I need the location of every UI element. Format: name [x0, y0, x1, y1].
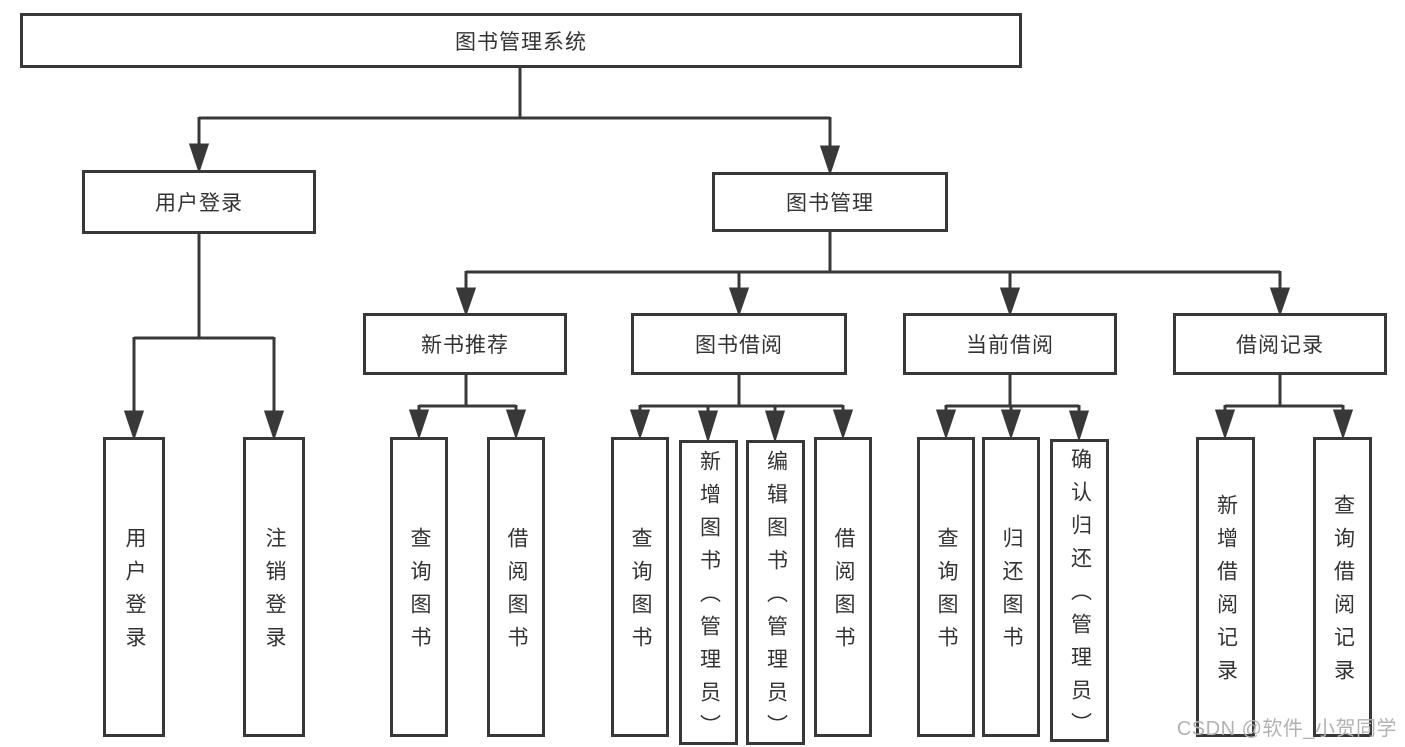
leaf-add-borrow-record: 新增借阅记录 [1196, 437, 1255, 737]
node-book-borrow: 图书借阅 [631, 313, 847, 375]
leaf-return-books: 归还图书 [982, 437, 1040, 737]
node-new-book-recommend: 新书推荐 [363, 313, 567, 375]
leaf-current-query-books: 查询图书 [917, 437, 975, 737]
node-borrow-records-label: 借阅记录 [1236, 334, 1324, 357]
node-borrow-records: 借阅记录 [1173, 313, 1387, 375]
leaf-confirm-return-admin: 确认归还（管理员） [1050, 439, 1109, 745]
node-current-borrow: 当前借阅 [903, 313, 1117, 375]
node-book-management: 图书管理 [712, 172, 948, 232]
node-root: 图书管理系统 [20, 13, 1022, 68]
node-book-borrow-label: 图书借阅 [695, 334, 783, 357]
connector-book-management-to-level3 [455, 232, 1291, 317]
node-user-login: 用户登录 [82, 170, 316, 234]
connector-root-to-level2 [188, 68, 841, 176]
leaf-logout: 注销登录 [243, 437, 305, 737]
leaf-edit-books-admin: 编辑图书（管理员） [746, 440, 805, 747]
node-book-management-label: 图书管理 [786, 192, 874, 215]
node-new-book-recommend-label: 新书推荐 [421, 334, 509, 357]
connector-user-login-to-leaves [123, 234, 285, 441]
connector-new-book-to-leaves [408, 375, 527, 440]
leaf-add-books-admin: 新增图书（管理员） [679, 440, 738, 747]
connector-current-borrow-to-leaves [935, 375, 1090, 442]
leaf-borrow-borrow-books: 借阅图书 [814, 437, 872, 737]
connector-book-borrow-to-leaves [629, 375, 854, 444]
leaf-user-login: 用户登录 [103, 437, 165, 737]
watermark: CSDN @软件_小贺同学 [1176, 718, 1397, 740]
leaf-new-book-query-books: 查询图书 [390, 437, 448, 737]
connector-borrow-records-to-leaves [1214, 375, 1354, 440]
leaf-borrow-query-books: 查询图书 [611, 437, 669, 737]
node-current-borrow-label: 当前借阅 [966, 334, 1054, 357]
node-user-login-label: 用户登录 [155, 192, 243, 215]
leaf-new-book-borrow-books: 借阅图书 [487, 437, 545, 737]
leaf-query-borrow-record: 查询借阅记录 [1313, 437, 1372, 737]
node-root-label: 图书管理系统 [455, 30, 587, 54]
